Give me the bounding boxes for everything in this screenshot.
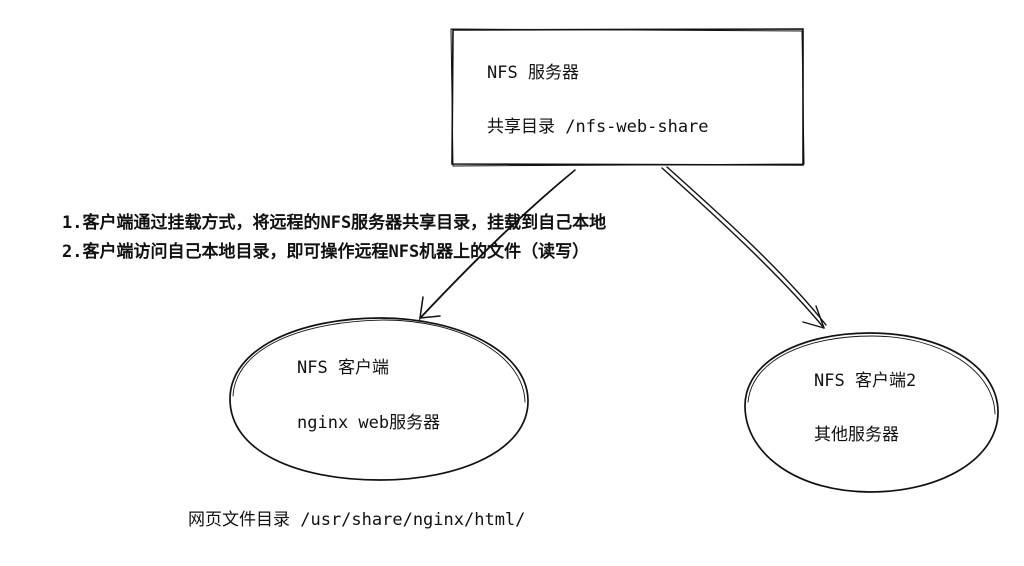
arrow-to-client2: [661, 166, 827, 329]
nfs-server-box: [450, 28, 805, 167]
nfs-client1-title: NFS 客户端: [297, 358, 389, 378]
arrow-to-client1: [418, 169, 576, 321]
nfs-server-title: NFS 服务器: [487, 63, 579, 83]
nfs-client2-title: NFS 客户端2: [814, 371, 917, 391]
nfs-client1-ellipse: [229, 317, 529, 481]
nfs-share-directory: 共享目录 /nfs-web-share: [487, 117, 709, 137]
note-mount: 1.客户端通过挂载方式，将远程的NFS服务器共享目录，挂载到自己本地: [62, 213, 607, 233]
nfs-client1-role: nginx web服务器: [297, 413, 441, 433]
nfs-client2-ellipse: [744, 332, 999, 493]
note-access: 2.客户端访问自己本地目录，即可操作远程NFS机器上的文件（读写）: [62, 242, 590, 262]
web-root-directory: 网页文件目录 /usr/share/nginx/html/: [188, 510, 526, 530]
nfs-client2-role: 其他服务器: [814, 425, 899, 445]
